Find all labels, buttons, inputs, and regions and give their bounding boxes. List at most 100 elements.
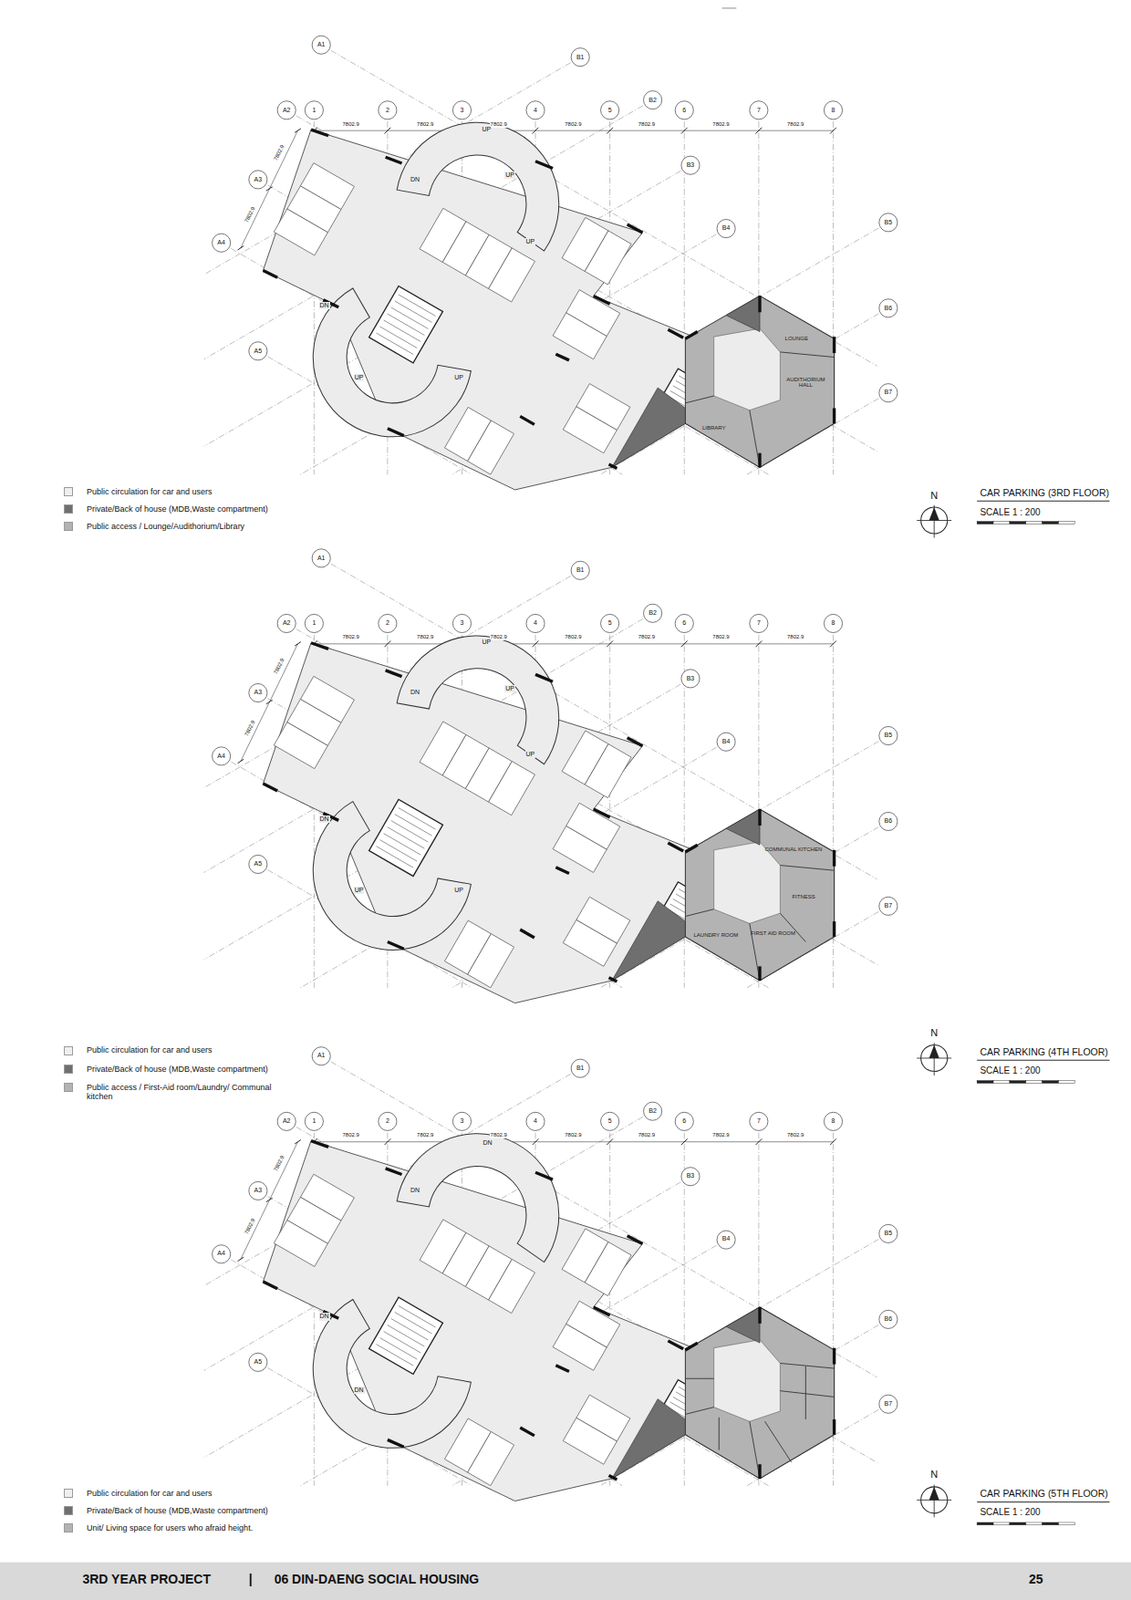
grid-bubble xyxy=(681,669,700,688)
dimension: 7802.9 xyxy=(341,121,360,128)
title-underline xyxy=(976,500,1110,502)
legend-swatch xyxy=(63,1488,73,1498)
scale-bar xyxy=(1009,521,1027,525)
room-label-box: LOUNGE xyxy=(783,334,810,343)
interior-wall xyxy=(779,352,834,358)
interior-wall xyxy=(749,1421,760,1479)
legend-swatch xyxy=(63,521,73,531)
structural-wall xyxy=(535,674,553,682)
structural-wall xyxy=(757,1307,761,1324)
parking-stalls xyxy=(419,1219,535,1314)
structural-wall xyxy=(262,783,278,791)
core xyxy=(369,286,444,364)
back-of-house xyxy=(726,295,760,332)
legend-swatch xyxy=(63,504,73,514)
ramp-direction: UP xyxy=(353,886,365,894)
structural-wall xyxy=(757,453,761,468)
dimension-tick xyxy=(756,1138,763,1145)
parking-stall xyxy=(584,230,632,285)
grid-bubble xyxy=(304,613,323,633)
dimension: 7802.9 xyxy=(637,121,656,128)
legend-text: Public circulation for car and users xyxy=(86,1488,213,1498)
structural-wall xyxy=(757,1463,761,1479)
dimension-tick xyxy=(681,1138,688,1145)
parking-stall xyxy=(273,722,328,769)
grid-bubble xyxy=(277,101,296,120)
scale-label: SCALE 1 : 200 xyxy=(978,1065,1041,1077)
parking-stalls xyxy=(562,896,631,966)
interior-wall xyxy=(779,1390,834,1398)
plan-title: CAR PARKING (3RD FLOOR) xyxy=(978,487,1111,499)
grid-label: 8 xyxy=(830,106,837,115)
stair-step xyxy=(387,1325,426,1347)
stair-step xyxy=(398,808,436,830)
parking-stall xyxy=(562,406,617,454)
structural-wall xyxy=(832,921,836,937)
footer-text: 06 DIN-DAENG SOCIAL HOUSING xyxy=(273,1571,481,1587)
structural-wall xyxy=(535,161,553,169)
parking-stall xyxy=(488,248,536,302)
structural-wall xyxy=(609,1475,618,1480)
grid-bubble xyxy=(526,1111,545,1131)
room-name: FITNESS xyxy=(791,893,815,901)
compass-arrow xyxy=(929,507,940,521)
core xyxy=(369,798,444,876)
dimension: 7802.9 xyxy=(786,1131,805,1139)
dimension: 7802.9 xyxy=(341,1131,360,1139)
compass-arrow xyxy=(929,1044,940,1059)
dimension: 7802.9 xyxy=(272,143,287,163)
structural-wall xyxy=(757,295,761,312)
room-name: LAUNDRY ROOM xyxy=(694,932,739,939)
grid-label: 7 xyxy=(756,619,762,627)
grid-label: A4 xyxy=(216,1249,227,1257)
hexagon-wing xyxy=(684,1307,834,1479)
dimension-tick xyxy=(681,640,688,647)
ramp-direction: DN xyxy=(319,301,331,310)
structural-wall xyxy=(555,1365,570,1372)
legend-text: Public circulation for car and users xyxy=(86,487,213,497)
grid-label: B5 xyxy=(883,1229,894,1237)
dimension: 7802.9 xyxy=(711,121,730,128)
scale-bar xyxy=(1058,1522,1076,1526)
floor-plan xyxy=(204,1047,898,1502)
grid-bubble xyxy=(249,683,268,702)
dimension-tick xyxy=(606,640,613,647)
grid-bubble xyxy=(674,101,694,120)
parking-stall xyxy=(584,744,632,799)
grid-bubble xyxy=(526,613,545,633)
stair-step xyxy=(387,827,426,849)
structural-wall xyxy=(385,670,403,677)
back-of-house xyxy=(612,387,686,467)
grid-bubble xyxy=(452,613,471,633)
interior-wall xyxy=(684,395,714,404)
scale-label: SCALE 1 : 200 xyxy=(978,1506,1041,1518)
interior-wall xyxy=(779,865,834,872)
grid-label: A5 xyxy=(253,1358,264,1366)
grid-label: B3 xyxy=(685,1172,696,1180)
structural-wall xyxy=(832,336,836,353)
scale-bar xyxy=(1026,521,1043,525)
structural-wall xyxy=(519,415,535,425)
structural-wall xyxy=(832,1419,836,1435)
stair-step xyxy=(391,1318,429,1340)
scale-bar xyxy=(1058,521,1076,525)
dimension-tick xyxy=(830,1138,837,1145)
parking-stalls xyxy=(561,1228,632,1297)
grid-bubble xyxy=(879,811,898,831)
grid-bubble xyxy=(681,155,700,175)
grid-bubble xyxy=(643,1101,663,1121)
grid-label: A2 xyxy=(281,619,292,627)
structural-wall xyxy=(387,428,405,436)
scale-bar xyxy=(1026,1522,1043,1526)
core-box xyxy=(369,798,444,876)
page-mark xyxy=(722,7,737,9)
interior-wall xyxy=(765,1421,792,1463)
room-label-box: LIBRARY xyxy=(700,424,728,433)
grid-label: A3 xyxy=(253,1186,264,1194)
dimension: 7802.9 xyxy=(563,633,582,641)
ramp-direction: UP xyxy=(480,125,492,134)
dimension-tick xyxy=(756,640,763,647)
grid-label: B6 xyxy=(883,1315,894,1323)
ramp-direction: UP xyxy=(453,373,465,382)
hexagon-wing xyxy=(684,295,834,467)
